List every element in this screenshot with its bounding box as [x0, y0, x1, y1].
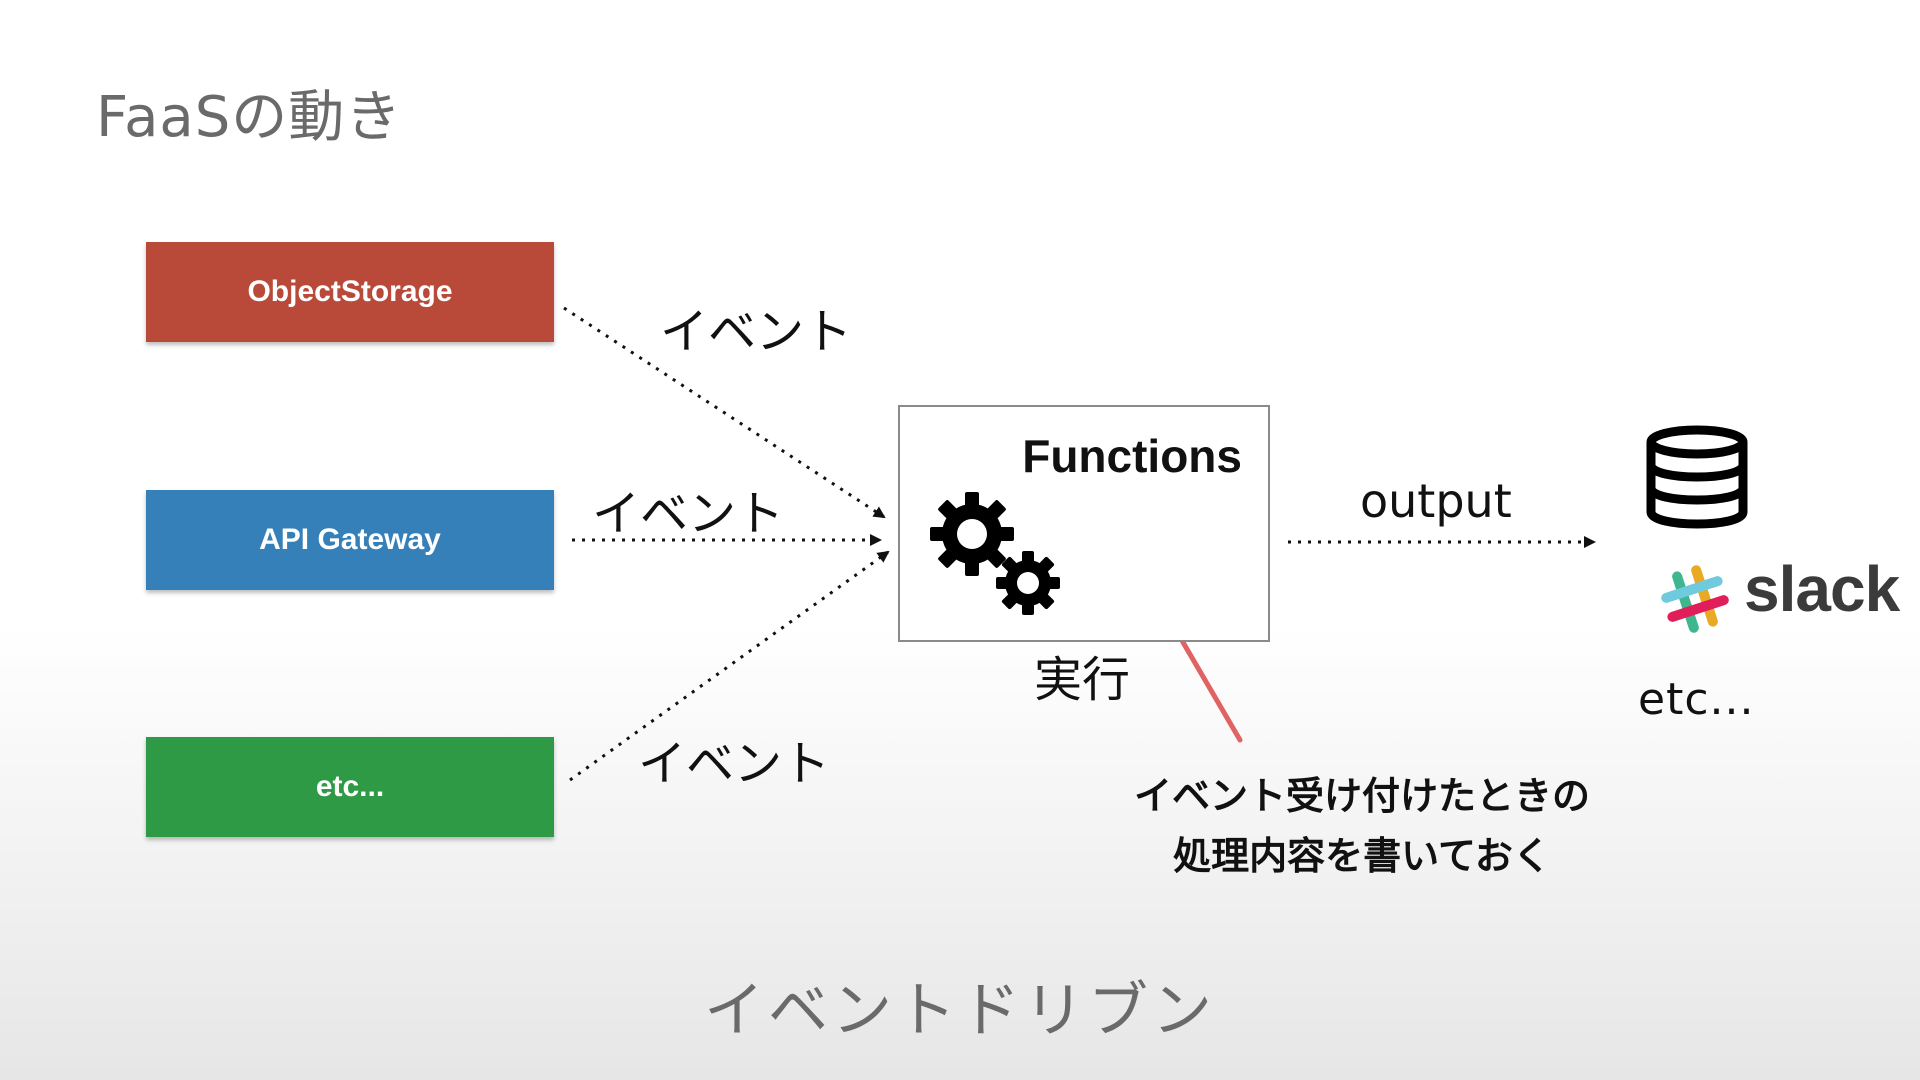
exec-label: 実行 — [1034, 652, 1131, 708]
output-label: output — [1360, 474, 1512, 528]
source-label-api-gateway: API Gateway — [259, 523, 441, 556]
event-arrow-objectstorage — [563, 306, 886, 519]
slack-wordmark: slack — [1744, 553, 1900, 625]
gears-icon — [930, 492, 1060, 615]
database-icon — [1646, 425, 1748, 529]
source-box-etc: etc... — [146, 737, 554, 837]
source-label-objectstorage: ObjectStorage — [247, 275, 453, 308]
event-label-etc: イベント — [638, 736, 831, 792]
annotation-note-line2: 処理内容を書いておく — [1173, 834, 1551, 878]
slack-logo: slack — [1660, 553, 1920, 636]
slack-hash-icon — [1661, 565, 1729, 633]
functions-title: Functions — [1022, 430, 1242, 482]
output-etc-label: etc... — [1638, 674, 1755, 725]
functions-box: Functions — [898, 405, 1270, 642]
footer-caption: イベントドリブン — [704, 976, 1216, 1046]
annotation-note: イベント受け付けたときの 処理内容を書いておく — [1112, 766, 1612, 886]
source-label-etc: etc... — [315, 770, 385, 803]
slide-title: FaaSの動き — [96, 85, 403, 150]
annotation-note-line1: イベント受け付けたときの — [1133, 774, 1590, 818]
source-box-objectstorage: ObjectStorage — [146, 242, 554, 342]
source-box-api-gateway: API Gateway — [146, 490, 554, 590]
event-label-api-gateway: イベント — [592, 486, 785, 542]
event-label-objectstorage: イベント — [660, 304, 853, 360]
